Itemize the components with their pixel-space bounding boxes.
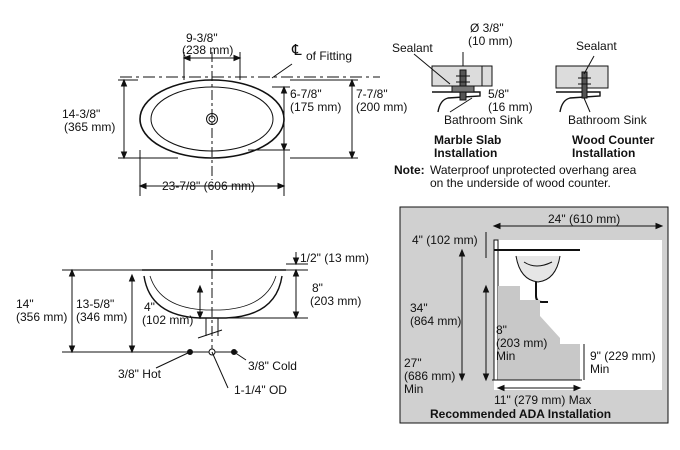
bowl-mm-label: (203 mm) <box>310 294 362 308</box>
diameter-mm-label: (10 mm) <box>468 34 513 48</box>
sink-leader <box>583 97 591 113</box>
dim-arrows <box>496 384 582 392</box>
dim-arrows <box>120 78 128 160</box>
marble-sink-label: Bathroom Sink <box>444 113 523 127</box>
marble-sealant-label: Sealant <box>392 41 433 55</box>
height-left-mm-label: (365 mm) <box>64 120 116 134</box>
note-text-line1: Waterproof unprotected overhang area <box>430 163 637 177</box>
wood-sealant-label: Sealant <box>576 39 617 53</box>
marble-title-line1: Marble Slab <box>434 133 502 147</box>
sink-rim-profile <box>556 91 601 113</box>
diameter-label: Ø 3/8" <box>470 21 504 35</box>
ada-clear-min-label: Min <box>404 382 424 396</box>
width-top-label: 9-3/8" <box>186 31 218 45</box>
wood-title-line1: Wood Counter <box>572 133 655 147</box>
drain-inner <box>208 115 216 123</box>
cold-leader <box>233 351 247 361</box>
ada-toe-min-label: Min <box>590 362 610 376</box>
outlet-leader <box>211 351 229 389</box>
centerline-symbol: ℄ <box>292 42 302 59</box>
rim-label: 1/2" (13 mm) <box>300 251 369 265</box>
ada-title: Recommended ADA Installation <box>430 407 612 421</box>
ada-knee-min-label: Min <box>496 349 516 363</box>
height-right-mm-label: (200 mm) <box>356 100 408 114</box>
ada-clear-mm-label: (686 mm) <box>404 369 456 383</box>
marble-slab-detail <box>413 52 493 113</box>
bowl-inner-profile <box>149 275 277 311</box>
ada-knee-mm-label: (203 mm) <box>496 336 548 350</box>
anchor-bolt <box>459 69 467 101</box>
dim-arrows <box>138 182 286 190</box>
overall-height-label: 14" <box>16 297 34 311</box>
width-bottom-label: 23-7/8" (606 mm) <box>162 179 255 193</box>
sink-rim-profile <box>432 91 481 113</box>
centerline-label: of Fitting <box>306 49 353 63</box>
bowl-profile <box>143 275 283 319</box>
dim-arrows <box>280 85 288 152</box>
dim-arrows <box>492 222 664 230</box>
wood-counter-detail <box>555 55 609 113</box>
thickness-label: 5/8" <box>488 87 509 101</box>
ada-height-label: 34" <box>410 301 428 315</box>
ada-knee-label: 8" <box>496 323 507 337</box>
centerline-leader <box>271 63 293 79</box>
width-top-mm-label: (238 mm) <box>182 43 234 57</box>
dim-arrows <box>292 257 300 266</box>
hot-label: 3/8" Hot <box>118 367 161 381</box>
dim-arrows <box>458 248 466 382</box>
dim-arrows <box>196 284 204 320</box>
height-right-label: 7-7/8" <box>356 87 388 101</box>
height-inner-label: 6-7/8" <box>290 87 322 101</box>
cold-label: 3/8" Cold <box>248 359 297 373</box>
dim-arrows <box>68 268 76 354</box>
sink-section <box>515 255 561 283</box>
dim-arrows <box>292 268 300 320</box>
overall-height-mm-label: (356 mm) <box>16 310 68 324</box>
ada-toe-label: 9" (229 mm) <box>590 349 656 363</box>
drain-outer <box>206 113 218 125</box>
ada-clear-label: 27" <box>404 356 422 370</box>
to-drain-mm-label: (346 mm) <box>76 310 128 324</box>
drain-tail <box>205 318 219 336</box>
top-view <box>118 52 380 196</box>
note-text-line2: on the underside of wood counter. <box>430 176 611 190</box>
depth-mm-label: (102 mm) <box>142 313 194 327</box>
depth-label: 4" <box>144 300 155 314</box>
outlet-hint <box>197 329 223 339</box>
side-view <box>62 250 308 389</box>
wood-title-line2: Installation <box>572 146 636 160</box>
bowl-label: 8" <box>312 281 323 295</box>
sink-water <box>523 261 553 267</box>
dim-arrows <box>348 78 356 160</box>
note-label: Note: <box>394 163 425 177</box>
ada-max-label: 11" (279 mm) Max <box>494 393 592 407</box>
clip <box>451 85 475 93</box>
dim-arrows <box>482 284 490 382</box>
to-drain-label: 13-5/8" <box>76 297 115 311</box>
ada-panel <box>399 206 669 424</box>
ada-depth-label: 24" (610 mm) <box>548 212 621 226</box>
sealant-leader <box>413 53 451 85</box>
ada-height-mm-label: (864 mm) <box>410 314 462 328</box>
hot-leader <box>155 351 191 369</box>
knee-clearance-zone <box>498 286 580 380</box>
dim-arrows <box>182 54 242 62</box>
thickness-mm-label: (16 mm) <box>488 100 533 114</box>
outlet-label: 1-1/4" OD <box>234 383 287 397</box>
height-left-label: 14-3/8" <box>62 107 101 121</box>
basin-bowl <box>150 86 274 152</box>
sealant-leader <box>583 55 595 75</box>
height-inner-mm-label: (175 mm) <box>290 100 342 114</box>
wood-sink-label: Bathroom Sink <box>568 113 647 127</box>
dim-arrows <box>128 273 136 354</box>
marble-title-line2: Installation <box>434 146 498 160</box>
ada-offset-label: 4" (102 mm) <box>412 233 478 247</box>
sink-leader <box>449 97 473 113</box>
